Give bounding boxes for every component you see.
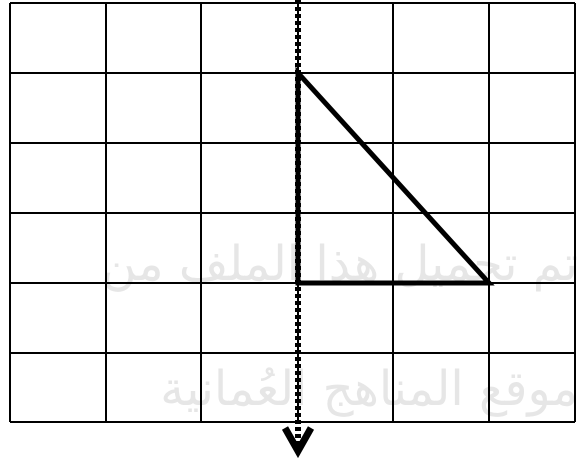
square-grid bbox=[9, 2, 576, 423]
arrow-down-icon bbox=[281, 426, 315, 459]
watermark-line-2: موقع المناهج العُمانية bbox=[160, 361, 578, 417]
right-triangle bbox=[295, 66, 495, 286]
